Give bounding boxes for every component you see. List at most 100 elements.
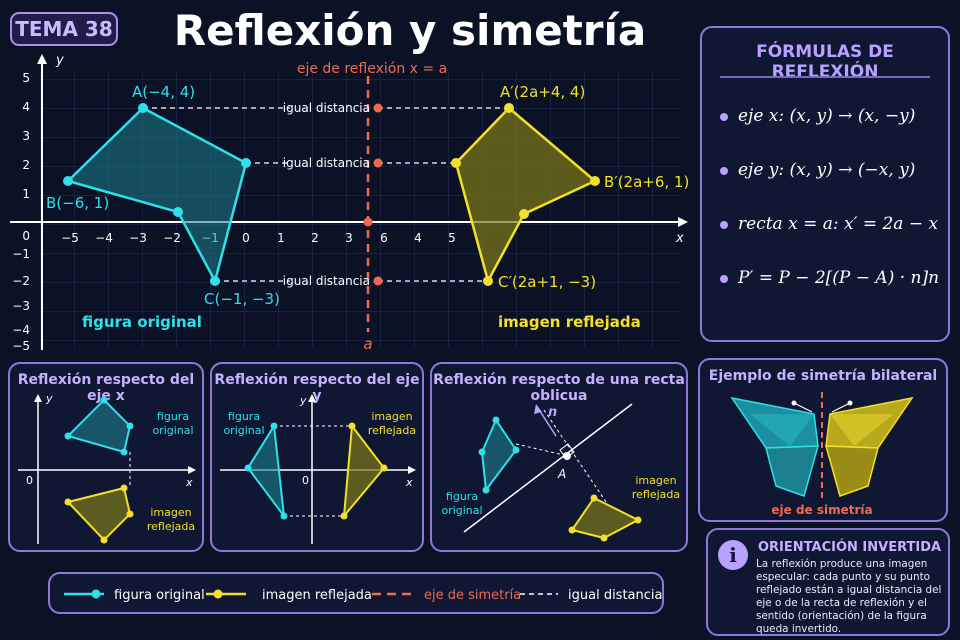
formula-text: recta x = a: x′ = 2a − x [738,214,939,234]
panel-title: Reflexión respecto de una recta oblicua [433,372,685,404]
butterfly-right-wing [825,396,914,497]
panel-title: Ejemplo de simetría bilateral [708,368,938,384]
legend-original-label: figura original [114,588,205,603]
equal-distance-label: igual distancia [283,156,370,170]
formula-general: P′ = P − 2[(P − A) · n]n [720,268,939,288]
y-tick: 0 [22,229,30,243]
y-axis-arrow [37,54,47,64]
y-tick: 4 [22,100,30,114]
original-caption: figura [157,410,189,423]
equal-distance-label: igual distancia [283,274,370,288]
x-tick: −5 [61,231,79,245]
x-tick: 3 [345,231,353,245]
original-labels: A(−4, 4) B(−6, 1) C(−1, −3) [46,83,280,308]
image-caption: imagen [371,410,412,423]
panel-oblique-figure: n A figura original imagen reflejada [441,403,680,542]
topic-badge: TEMA 38 [10,12,118,46]
panel-bilateral-symmetry: Ejemplo de simetría bilateral eje de sim… [698,358,948,522]
bullet-icon [720,112,728,121]
reflection-line [463,403,633,533]
x-tick: −3 [129,231,147,245]
y-tick: −1 [12,247,30,261]
reflection-axis-name: a [363,335,372,353]
reflected-shape [570,496,641,540]
legend-axis: eje de simetría [372,588,521,603]
x-tick: 5 [448,231,456,245]
formula-y-axis: eje y: (x, y) → (−x, y) [720,160,915,180]
original-caption: figura [228,410,260,423]
x-axis-name: x [675,231,684,246]
formula-text: eje x: (x, y) → (x, −y) [738,106,916,126]
legend-distance-label: igual distancia [568,588,662,603]
original-caption: original [152,424,193,437]
vertex-label-c-prime: C′(2a+1, −3) [498,273,596,291]
panel-y-axis-figure: y x 0 figura original imagen reflejada [220,394,416,544]
reflected-labels: A′(2a+4, 4) B′(2a+6, 1) C′(2a+1, −3) [498,83,689,291]
vertex-label-c: C(−1, −3) [204,290,280,308]
info-title: ORIENTACIÓN INVERTIDA [758,540,942,555]
original-shape [480,417,518,493]
info-icon: i [718,540,748,570]
legend-original: figura original [64,588,205,603]
normal-label: n [548,405,557,420]
y-tick: 5 [22,71,30,85]
formula-line-x-a: recta x = a: x′ = 2a − x [720,214,938,234]
x-tick: 2 [311,231,319,245]
original-shape [66,398,132,454]
y-tick-labels: 5 4 3 2 1 0 −1 −2 −3 −4 −5 [12,71,30,353]
panel-oblique-reflection: Reflexión respecto de una recta oblicua … [430,362,688,552]
vertex-label-a-prime: A′(2a+4, 4) [500,83,585,101]
point-a [563,452,571,460]
legend-items: figura original imagen reflejada eje de … [64,588,662,603]
y-tick: −4 [12,323,30,337]
formula-text: P′ = P − 2[(P − A) · n]n [738,268,940,288]
y-tick: 2 [22,158,30,172]
info-text: La reflexión produce una imagen especula… [756,558,942,635]
equal-distance-label: igual distancia [283,101,370,115]
original-shape [246,423,286,520]
x-axis-name: x [405,476,413,489]
reflected-vertices [451,103,600,286]
x-tick: 4 [414,231,422,245]
bullet-icon [720,220,728,229]
original-caption: original [441,504,482,517]
y-tick: 1 [22,187,30,201]
original-caption: figura [446,490,478,503]
x-tick: 0 [242,231,250,245]
symmetry-axis-label: eje de simetría [771,503,872,517]
x-tick: −2 [163,231,181,245]
x-axis-arrow [678,217,688,227]
vertex-label-a: A(−4, 4) [132,83,195,101]
info-box: i ORIENTACIÓN INVERTIDA La reflexión pro… [706,528,950,636]
panel-y-axis-reflection: Reflexión respecto del eje y y x 0 figur… [210,362,424,552]
point-a-label: A [557,467,566,481]
reflected-shape [66,486,132,542]
formulas-divider [720,76,930,78]
y-tick: −2 [12,274,30,288]
legend-distance: igual distancia [520,588,662,603]
legend-image-label: imagen reflejada [262,588,372,603]
y-axis-name: y [299,394,307,407]
axis-origin-point [363,217,373,227]
bullet-icon [720,166,728,175]
panel-x-axis-figure: y x 0 figura original imagen reflejada [18,392,196,544]
original-vertices [63,103,251,286]
y-axis-name: y [55,53,64,68]
x-tick: 6 [380,231,388,245]
x-axis-name: x [185,476,193,489]
image-caption: imagen reflejada [498,313,641,331]
panel-title: Reflexión respecto del eje y [214,372,420,404]
image-caption: reflejada [368,424,416,437]
legend: figura original imagen reflejada eje de … [48,572,664,614]
image-caption: imagen [635,474,676,487]
y-tick: 3 [22,129,30,143]
origin-label: 0 [302,474,309,487]
panel-title: Reflexión respecto del eje x [17,372,195,404]
normal-arrow-icon [534,404,542,414]
y-tick: −5 [12,339,30,353]
formulas-panel: FÓRMULAS DE REFLEXIÓN eje x: (x, y) → (x… [700,26,950,342]
panel-x-axis-reflection: Reflexión respecto del eje x y x 0 figur… [8,362,204,552]
original-caption: original [223,424,264,437]
legend-axis-label: eje de simetría [424,588,521,603]
butterfly-figure: eje de simetría [730,392,914,517]
